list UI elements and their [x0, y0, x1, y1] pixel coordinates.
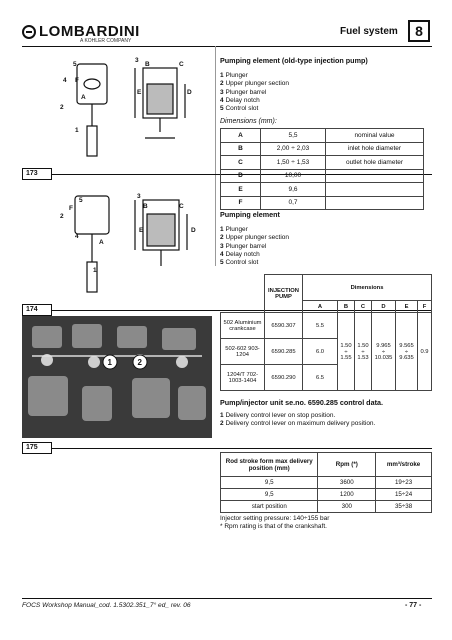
list-item: 4 Delay notch — [220, 96, 260, 104]
callout-B: B — [143, 203, 148, 210]
callout-3: 3 — [135, 57, 139, 64]
injection-pump-table: INJECTION PUMP Dimensions A B C D E F 50… — [220, 274, 432, 391]
pump-injector-list: 1 Delivery control lever on stop positio… — [220, 412, 375, 429]
table-row: 1204/T 702-1003-1404 6590.290 6.5 — [220, 364, 432, 391]
figure-173-label: 173 — [22, 168, 52, 180]
notes: Injector setting pressure: 140÷155 bar *… — [220, 515, 329, 532]
pump-injector-photo: 1 2 — [22, 316, 212, 438]
photo-callout-1: 1 — [108, 358, 113, 367]
callout-2: 2 — [60, 213, 64, 220]
chapter-number: 8 — [408, 20, 430, 42]
callout-C: C — [179, 61, 184, 68]
callout-F: F — [69, 205, 73, 212]
callout-E: E — [139, 227, 144, 234]
injector-pressure-note: Injector setting pressure: 140÷155 bar — [220, 515, 330, 522]
table-row: 502 Aluminium crankcase 6590.307 5.5 1.5… — [220, 312, 432, 391]
callout-D: D — [187, 89, 192, 96]
list-item: 1 Plunger — [220, 72, 248, 79]
new-pump-parts-list: 1 Plunger 2 Upper plunger section 3 Plun… — [220, 226, 289, 267]
old-pump-title: Pumping element (old-type injection pump… — [220, 56, 368, 65]
list-item: 5 Control slot — [220, 105, 259, 113]
callout-1: 1 — [75, 127, 79, 134]
callout-1: 1 — [93, 267, 97, 274]
callout-F: F — [75, 77, 79, 84]
table-row: INJECTION PUMP Dimensions — [220, 274, 432, 313]
footer-divider — [22, 598, 432, 599]
callout-4: 4 — [63, 77, 67, 84]
rpm-footnote: * Rpm rating is that of the crankshaft. — [220, 523, 327, 531]
brand-name: LOMBARDINI — [39, 23, 140, 40]
callout-5: 5 — [79, 197, 83, 204]
brand-subtitle: A KOHLER COMPANY — [80, 38, 132, 44]
list-item: 5 Control slot — [220, 259, 259, 267]
column-divider — [215, 46, 216, 266]
lombardini-logo: LOMBARDINI A KOHLER COMPANY — [22, 20, 144, 44]
list-item: 1 Plunger — [220, 226, 248, 233]
pumping-element-old-diagram: 5 4 F 2 A 1 3 B C E D — [60, 57, 192, 157]
callout-5: 5 — [73, 61, 77, 68]
old-pump-parts-list: 1 Plunger 2 Upper plunger section 3 Plun… — [220, 72, 289, 113]
figure-175-label: 175 — [22, 442, 52, 454]
pumping-element-new-diagram: 2 5 F 4 A 1 3 B C E D — [60, 193, 196, 293]
list-item: 4 Delay notch — [220, 250, 260, 258]
callout-2: 2 — [60, 104, 64, 111]
pump-injector-title: Pump/injector unit se.no. 6590.285 contr… — [220, 398, 383, 407]
table-row: Rod stroke form max delivery position (m… — [219, 452, 432, 477]
rod-stroke-table: Rod stroke form max delivery position (m… — [219, 452, 432, 513]
figure-175-divider — [22, 448, 432, 449]
callout-D: D — [191, 227, 196, 234]
manual-reference: FOCS Workshop Manual_cod. 1.5302.351_7° … — [22, 602, 191, 609]
dimensions-label: Dimensions (mm): — [220, 118, 277, 125]
callout-C: C — [179, 203, 184, 210]
page-number: - 77 - — [405, 602, 422, 609]
figure-174-label: 174 — [22, 304, 52, 316]
callout-A: A — [81, 94, 86, 101]
list-item: 2 Upper plunger section — [220, 80, 290, 88]
photo-callout-2: 2 — [138, 358, 143, 367]
new-pump-title: Pumping element — [220, 210, 280, 219]
callout-E: E — [137, 89, 142, 96]
header-divider — [22, 46, 432, 47]
callout-A: A — [99, 239, 104, 246]
callout-B: B — [145, 61, 150, 68]
callout-4: 4 — [75, 233, 79, 240]
list-item: 1 Delivery control lever on stop positio… — [220, 412, 336, 419]
list-item: 2 Delivery control lever on maximum deli… — [220, 420, 376, 428]
callout-3: 3 — [137, 193, 141, 200]
list-item: 3 Plunger barrel — [220, 242, 267, 250]
list-item: 3 Plunger barrel — [220, 88, 267, 96]
lombardini-logo-mark — [22, 25, 36, 39]
list-item: 2 Upper plunger section — [220, 234, 290, 242]
section-title: Fuel system — [340, 26, 398, 37]
